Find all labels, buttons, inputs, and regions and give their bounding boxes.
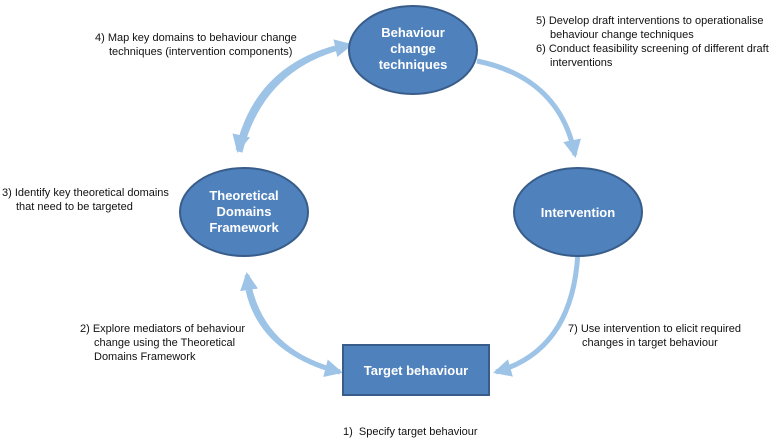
step-6-label: 6) Conduct feasibility screening of diff… xyxy=(536,42,769,70)
node-label-line: Theoretical xyxy=(209,188,278,203)
node-label-line: Domains xyxy=(217,204,272,219)
node-label-line: Behaviour xyxy=(381,25,445,40)
arrow-tdf-target-head xyxy=(245,289,343,377)
step-text-line: Develop draft interventions to operation… xyxy=(548,15,764,27)
step-3-label: 3) Identify key theoretical domains that… xyxy=(2,186,169,214)
step-number: 5) xyxy=(536,15,546,27)
step-number: 1) xyxy=(343,426,353,438)
step-text-line: behaviour change techniques xyxy=(550,29,694,41)
node-theoretical-domains-framework: Theoretical Domains Framework xyxy=(179,167,309,257)
node-label-line: Framework xyxy=(209,220,279,235)
node-behaviour-change-techniques: Behaviour change techniques xyxy=(348,5,478,95)
step-text-line: techniques (intervention components) xyxy=(109,46,293,58)
step-5-label: 5) Develop draft interventions to operat… xyxy=(536,14,763,42)
node-target-behaviour: Target behaviour xyxy=(342,344,490,396)
arrow-bct-to-intervention xyxy=(476,58,581,158)
node-label-line: Target behaviour xyxy=(364,363,469,378)
step-text-line: that need to be targeted xyxy=(16,201,133,213)
step-text-line: interventions xyxy=(550,57,613,69)
step-number: 6) xyxy=(536,43,546,55)
step-7-label: 7) Use intervention to elicit required c… xyxy=(568,322,741,350)
step-text: Specify target behaviour xyxy=(358,426,478,438)
step-text-line: changes in target behaviour xyxy=(582,337,718,349)
step-number: 7) xyxy=(568,323,578,335)
step-1-label: 1) Specify target behaviour xyxy=(343,425,478,439)
node-label-line: Intervention xyxy=(541,205,615,220)
step-text-line: Explore mediators of behaviour xyxy=(92,323,246,335)
node-intervention: Intervention xyxy=(513,167,643,257)
step-4-label: 4) Map key domains to behaviour change t… xyxy=(95,31,297,59)
step-text-line: Map key domains to behaviour change xyxy=(107,32,297,44)
step-text-line: Conduct feasibility screening of differe… xyxy=(548,43,769,55)
step-number: 4) xyxy=(95,32,105,44)
arrow-tdf-to-bct xyxy=(237,39,353,153)
step-text-line: Use intervention to elicit required xyxy=(580,323,742,335)
arrow-bct-tdf-head xyxy=(232,45,336,153)
step-text-line: Identify key theoretical domains xyxy=(14,187,169,199)
node-label-line: change xyxy=(390,41,436,56)
step-number: 2) xyxy=(80,323,90,335)
step-number: 3) xyxy=(2,187,12,199)
node-label-line: techniques xyxy=(379,57,448,72)
step-2-label: 2) Explore mediators of behaviour change… xyxy=(80,322,245,364)
step-text-line: change using the Theoretical xyxy=(94,337,236,349)
step-text-line: Domains Framework xyxy=(94,351,196,363)
arrow-intervention-to-target xyxy=(493,249,581,377)
